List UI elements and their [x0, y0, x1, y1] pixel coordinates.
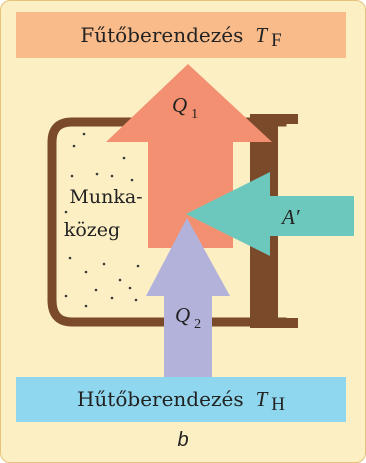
heat-out-arrow-label: Q 1	[172, 93, 198, 122]
heat-in-arrow-label: Q 2	[175, 303, 201, 332]
heat-in-subscript: 2	[194, 317, 201, 332]
working-medium-label-line2: közeg	[64, 219, 120, 241]
piston-bottom-cap	[250, 318, 298, 328]
hot-reservoir-subscript: F	[271, 30, 282, 51]
hot-reservoir-label: Fűtőberendezés	[80, 23, 243, 47]
heat-in-arrow	[146, 218, 230, 378]
hot-reservoir-bar	[16, 12, 346, 58]
heat-out-subscript: 1	[191, 107, 198, 122]
heat-in-symbol: Q	[175, 303, 190, 327]
cold-reservoir-bar	[16, 377, 346, 422]
figure-caption: b	[177, 429, 188, 451]
work-arrow	[186, 172, 354, 256]
cold-reservoir-symbol: T	[256, 387, 269, 411]
cold-reservoir-label: Hűtőberendezés	[77, 387, 244, 411]
cold-reservoir-title: Hűtőberendezés T H	[77, 387, 285, 415]
hot-reservoir-symbol: T	[255, 23, 268, 47]
cold-reservoir-subscript: H	[271, 394, 285, 415]
work-arrow-label: A′	[280, 205, 300, 229]
gas-particles	[64, 132, 140, 308]
hot-reservoir-title: Fűtőberendezés T F	[80, 23, 281, 51]
heat-out-symbol: Q	[172, 93, 187, 117]
working-medium-cylinder	[47, 117, 287, 327]
piston-top-cap	[250, 114, 298, 124]
working-medium-label-line1: Munka-	[69, 186, 142, 208]
